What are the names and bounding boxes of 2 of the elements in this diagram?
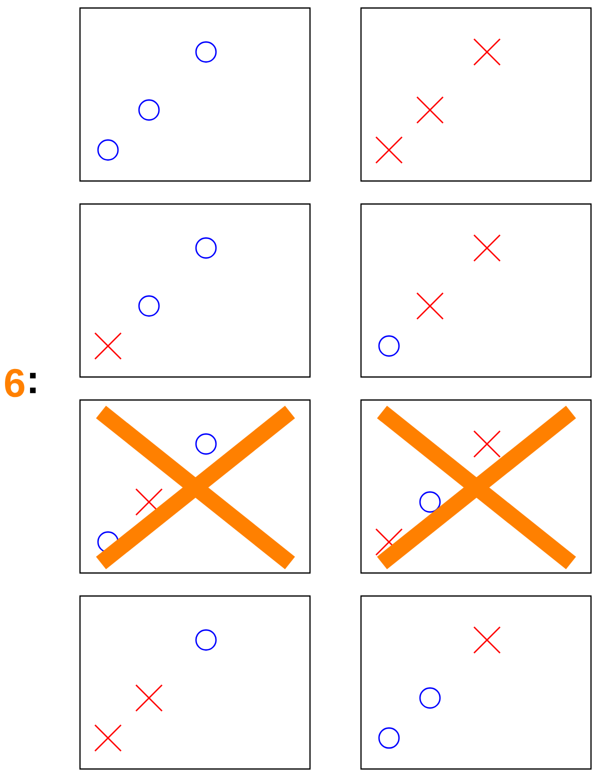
number-label: 6 (5, 368, 24, 398)
colon-label: : (30, 372, 36, 394)
